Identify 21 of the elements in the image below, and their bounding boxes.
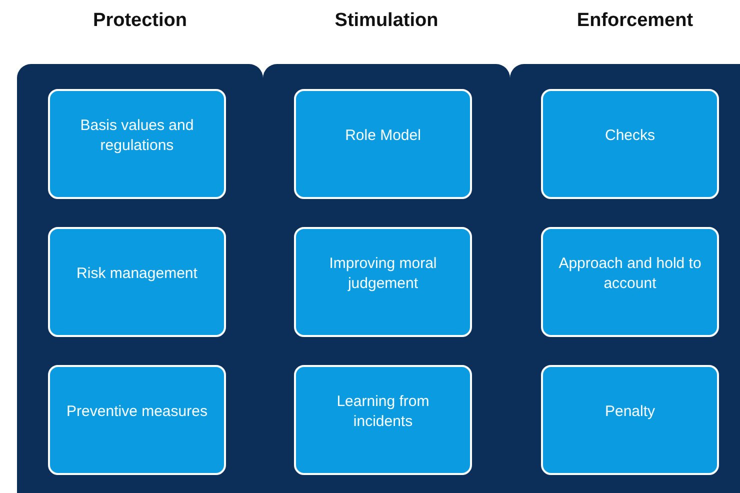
box-label: Basis values and regulations	[79, 116, 195, 156]
column-heading: Protection	[93, 10, 187, 32]
column-heading: Enforcement	[576, 10, 694, 32]
box-label: Penalty	[604, 402, 656, 422]
box-label: Learning from incidents	[336, 392, 430, 432]
box-label: Risk management	[76, 264, 198, 284]
column-heading: Stimulation	[334, 10, 438, 32]
box-label: Checks	[604, 126, 656, 146]
category-box	[294, 89, 472, 199]
category-box	[294, 365, 472, 475]
category-box	[541, 89, 719, 199]
category-box	[48, 89, 226, 199]
category-box	[294, 227, 472, 337]
box-label: Role Model	[345, 126, 421, 146]
category-box	[48, 365, 226, 475]
category-box	[541, 227, 719, 337]
box-label: Preventive measures	[66, 402, 208, 422]
category-box	[48, 227, 226, 337]
box-label: Improving moral judgement	[328, 254, 438, 294]
box-label: Approach and hold to account	[558, 254, 702, 294]
category-box	[541, 365, 719, 475]
